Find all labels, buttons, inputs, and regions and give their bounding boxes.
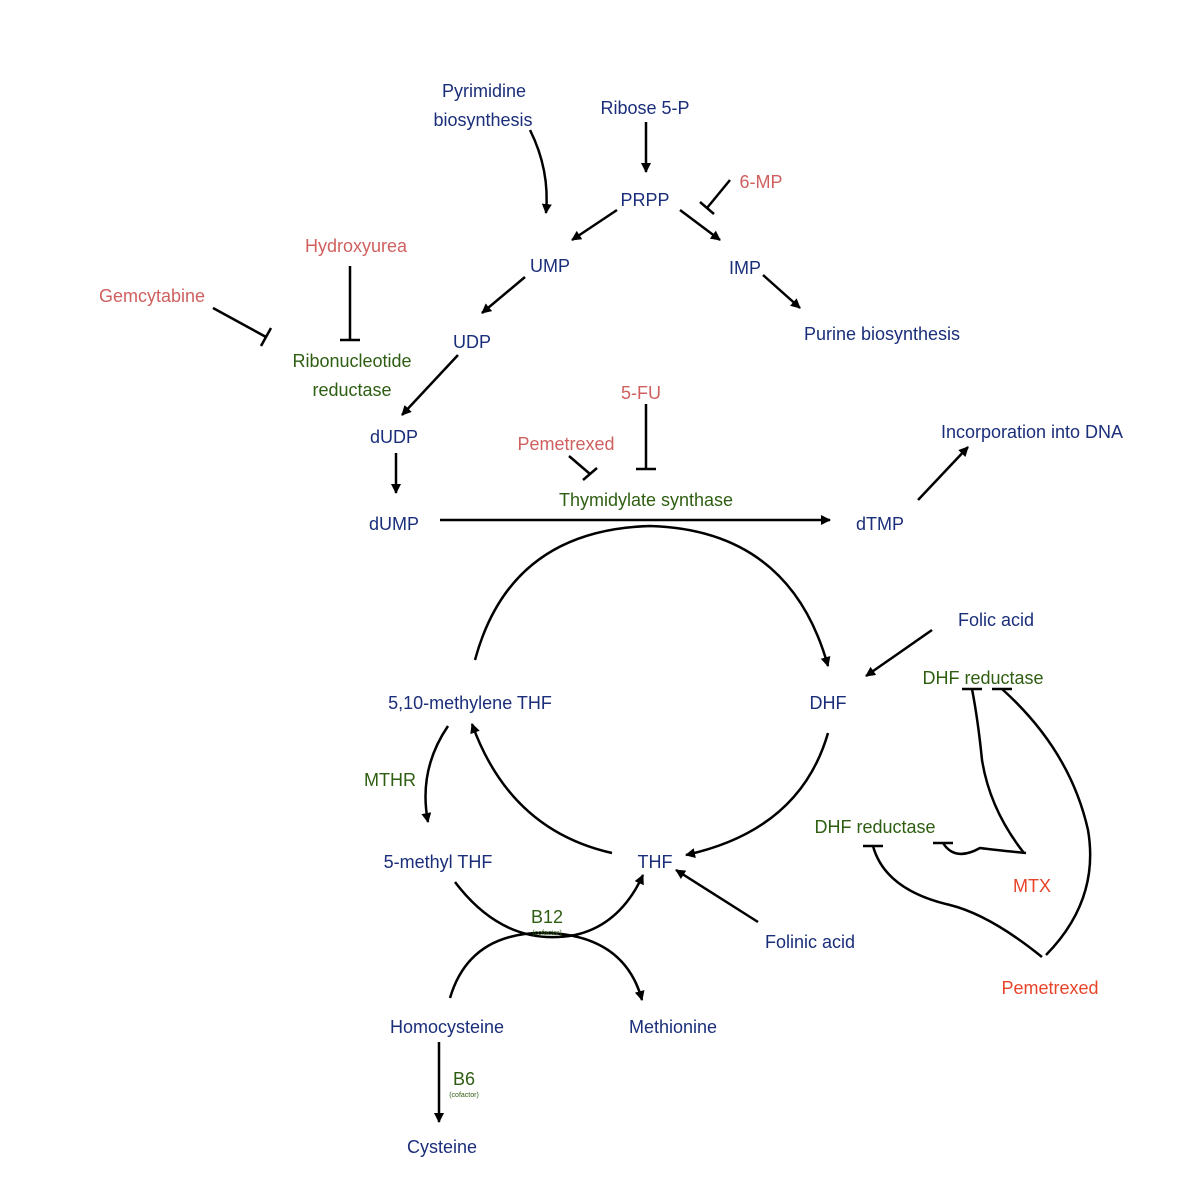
label-biosynthesis: biosynthesis	[433, 110, 532, 130]
label-folic-acid: Folic acid	[958, 610, 1034, 630]
label-rnr-line1: Ribonucleotide	[292, 351, 411, 371]
label-methyl-thf: 5-methyl THF	[384, 852, 493, 872]
edge-dtmp-to-dna	[917, 446, 969, 501]
label-thf: THF	[638, 852, 673, 872]
inhibit-6mp-line	[706, 179, 731, 209]
inhibit-mtx-upper-line	[970, 688, 1025, 854]
label-dudp: dUDP	[370, 427, 418, 447]
label-6mp: 6-MP	[739, 172, 782, 192]
label-rnr-line2: reductase	[312, 380, 391, 400]
metabolite-labels: Pyrimidine biosynthesis Ribose 5-P PRPP …	[369, 81, 1123, 1157]
edge-prpp-to-imp	[679, 209, 721, 241]
enzyme-labels: Ribonucleotide reductase Thymidylate syn…	[292, 351, 1043, 1099]
inhibit-6mp-bar	[699, 201, 715, 215]
label-dump: dUMP	[369, 514, 419, 534]
edge-homocysteine-to-methionine-b12	[448, 931, 645, 1001]
label-b12-cofactor: (cofactor)	[532, 930, 562, 937]
label-dhf-reductase-upper: DHF reductase	[922, 668, 1043, 688]
label-thymidylate-synthase: Thymidylate synthase	[559, 490, 733, 510]
inhibit-pemetrexed-dhfr-upper-line	[1001, 688, 1092, 956]
label-prpp: PRPP	[620, 190, 669, 210]
inhibit-pemetrexed-ts-bar	[582, 467, 598, 481]
label-incorporation-dna: Incorporation into DNA	[941, 422, 1123, 442]
edge-udp-to-dudp	[401, 354, 459, 416]
edge-pyrimidine-to-ump	[528, 129, 552, 214]
edge-imp-to-purine	[762, 274, 801, 309]
label-b12: B12	[531, 907, 563, 927]
label-homocysteine: Homocysteine	[390, 1017, 504, 1037]
label-pemetrexed-ts: Pemetrexed	[517, 434, 614, 454]
edge-folinic-acid-to-thf	[675, 868, 759, 924]
label-methionine: Methionine	[629, 1017, 717, 1037]
inhibit-mtx-lower-line	[941, 842, 1027, 856]
edge-prpp-to-ump	[571, 208, 618, 242]
edge-methylene-thf-to-dhf-arc	[473, 524, 831, 667]
label-b6-cofactor: (cofactor)	[449, 1092, 479, 1099]
label-imp: IMP	[729, 258, 761, 278]
label-folinic-acid: Folinic acid	[765, 932, 855, 952]
inhibit-pemetrexed-dhfr-lower-line	[871, 845, 1043, 958]
drug-labels: 6-MP Hydroxyurea Gemcytabine 5-FU Pemetr…	[99, 172, 1099, 998]
inhibit-pemetrexed-ts-line	[568, 455, 591, 475]
inhibitions	[212, 179, 1092, 958]
label-cysteine: Cysteine	[407, 1137, 477, 1157]
label-dhf: DHF	[810, 693, 847, 713]
edge-folic-acid-to-dhf	[865, 628, 933, 678]
inhibit-gemcytabine-line	[212, 306, 267, 339]
edges	[391, 122, 969, 1123]
label-ump: UMP	[530, 256, 570, 276]
label-purine-biosynthesis: Purine biosynthesis	[804, 324, 960, 344]
label-pemetrexed-dhfr: Pemetrexed	[1001, 978, 1098, 998]
label-b6: B6	[453, 1069, 475, 1089]
label-mtx: MTX	[1013, 876, 1051, 896]
inhibit-gemcytabine-bar	[259, 327, 273, 347]
edge-ump-to-udp	[481, 276, 526, 314]
label-gemcytabine: Gemcytabine	[99, 286, 205, 306]
label-5fu: 5-FU	[621, 383, 661, 403]
label-pyrimidine: Pyrimidine	[442, 81, 526, 101]
label-methylene-thf: 5,10-methylene THF	[388, 693, 552, 713]
label-udp: UDP	[453, 332, 491, 352]
label-hydroxyurea: Hydroxyurea	[305, 236, 408, 256]
label-mthr: MTHR	[364, 770, 416, 790]
edge-thf-to-methylene-thf-arc	[470, 723, 613, 855]
label-ribose-5p: Ribose 5-P	[600, 98, 689, 118]
edge-methylene-to-methyl-thf	[421, 725, 450, 823]
label-dtmp: dTMP	[856, 514, 904, 534]
label-dhf-reductase-lower: DHF reductase	[814, 817, 935, 837]
edge-dhf-to-thf-arc	[685, 732, 830, 858]
